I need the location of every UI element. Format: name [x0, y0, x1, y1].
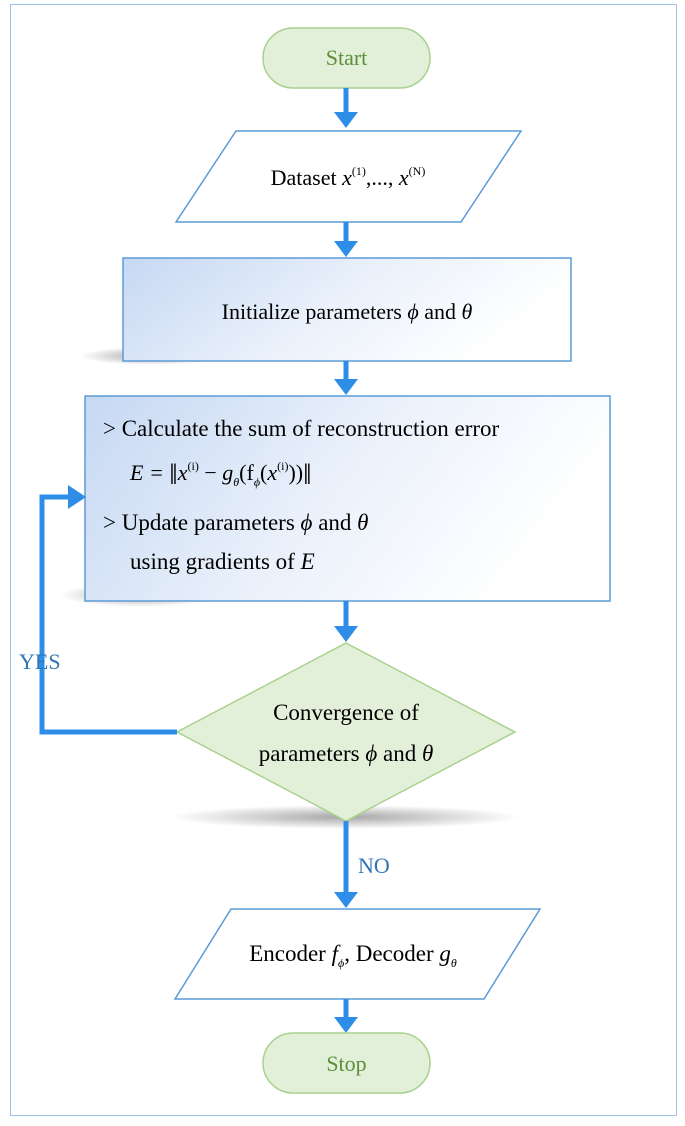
arrow-start-dataset — [334, 88, 358, 128]
initialize-theta: θ — [462, 299, 473, 324]
arrow-dataset-initialize — [334, 222, 358, 257]
process-line3-theta: θ — [357, 510, 368, 535]
svg-text:using gradients of E: using gradients of E — [130, 549, 315, 574]
process-line3: > Update parameters — [103, 510, 301, 535]
dataset-node: Dataset x(1),..., x(N) — [174, 130, 523, 223]
dataset-sup1: (1) — [352, 164, 366, 178]
output-text1: Encoder — [249, 941, 331, 966]
arrow-output-stop — [334, 999, 358, 1033]
initialize-text: Initialize parameters — [222, 299, 408, 324]
dataset-var2: x — [398, 165, 409, 190]
initialize-and: and — [419, 299, 462, 324]
svg-text:Initialize parameters ϕ and θ: Initialize parameters ϕ and θ — [222, 299, 473, 324]
eq-bar-right: ‖ — [303, 458, 311, 491]
initialize-node: Initialize parameters ϕ and θ — [122, 257, 572, 362]
output-node: Encoder fϕ, Decoder gθ — [173, 908, 542, 1000]
eq-f-sub: ϕ — [254, 475, 260, 489]
arrow-yes-loop — [39, 485, 177, 735]
output-g: g — [439, 941, 451, 966]
eq-close: )) — [288, 460, 303, 485]
process-equation: E = ‖x(i) − gθ(fϕ(x(i)))‖ — [129, 458, 312, 491]
dataset-sup2: (N) — [409, 164, 426, 178]
arrow-initialize-process — [334, 361, 358, 395]
eq-lhs: E = — [129, 460, 169, 485]
eq-g: g — [222, 460, 233, 485]
dataset-text: Dataset — [271, 165, 342, 190]
eq-minus: − — [199, 460, 222, 485]
no-label: NO — [358, 853, 390, 878]
process-line3-phi: ϕ — [301, 510, 313, 535]
stop-terminal: Stop — [262, 1032, 431, 1094]
start-terminal: Start — [262, 27, 431, 89]
svg-text:Dataset x(1),..., x(N): Dataset x(1),..., x(N) — [271, 164, 426, 190]
eq-sup-i2: (i) — [277, 459, 288, 473]
dataset-var: x — [341, 165, 352, 190]
output-f-sub: ϕ — [338, 956, 344, 970]
yes-label: YES — [19, 649, 61, 674]
arrow-decision-output — [334, 821, 358, 908]
process-line3-and: and — [312, 510, 357, 535]
svg-text:Encoder fϕ, Decoder gθ: Encoder fϕ, Decoder gθ — [249, 941, 457, 970]
stop-label: Stop — [326, 1051, 366, 1076]
decision-line1: Convergence of — [273, 700, 419, 725]
output-g-sub: θ — [451, 956, 457, 970]
process-line1: > Calculate the sum of reconstruction er… — [103, 416, 500, 441]
eq-open: (f — [239, 460, 254, 485]
eq-g-sub: θ — [233, 475, 239, 489]
eq-sup-i: (i) — [188, 459, 199, 473]
decision-phi: ϕ — [365, 741, 377, 766]
decision-line2: parameters — [259, 741, 366, 766]
eq-inner-open: ( — [260, 460, 267, 485]
eq-x2: x — [266, 460, 277, 485]
eq-bar-left: ‖ — [169, 458, 177, 491]
decision-and: and — [377, 741, 422, 766]
decision-node: Convergence of parameters ϕ and θ — [175, 642, 517, 822]
dataset-mid: ,..., — [366, 165, 399, 190]
outer-frame — [10, 4, 677, 1116]
eq-x: x — [177, 460, 188, 485]
output-text2: , Decoder — [344, 941, 439, 966]
process-line4: using gradients of — [130, 549, 301, 574]
process-node: > Calculate the sum of reconstruction er… — [84, 395, 611, 602]
output-f: f — [332, 941, 342, 966]
svg-text:parameters ϕ and θ: parameters ϕ and θ — [259, 741, 434, 766]
start-label: Start — [326, 45, 368, 70]
initialize-phi: ϕ — [407, 299, 418, 324]
process-line4-E: E — [300, 549, 315, 574]
svg-text:> Update parameters ϕ and θ: > Update parameters ϕ and θ — [103, 510, 368, 535]
arrow-process-decision — [334, 601, 358, 642]
decision-theta: θ — [422, 741, 433, 766]
